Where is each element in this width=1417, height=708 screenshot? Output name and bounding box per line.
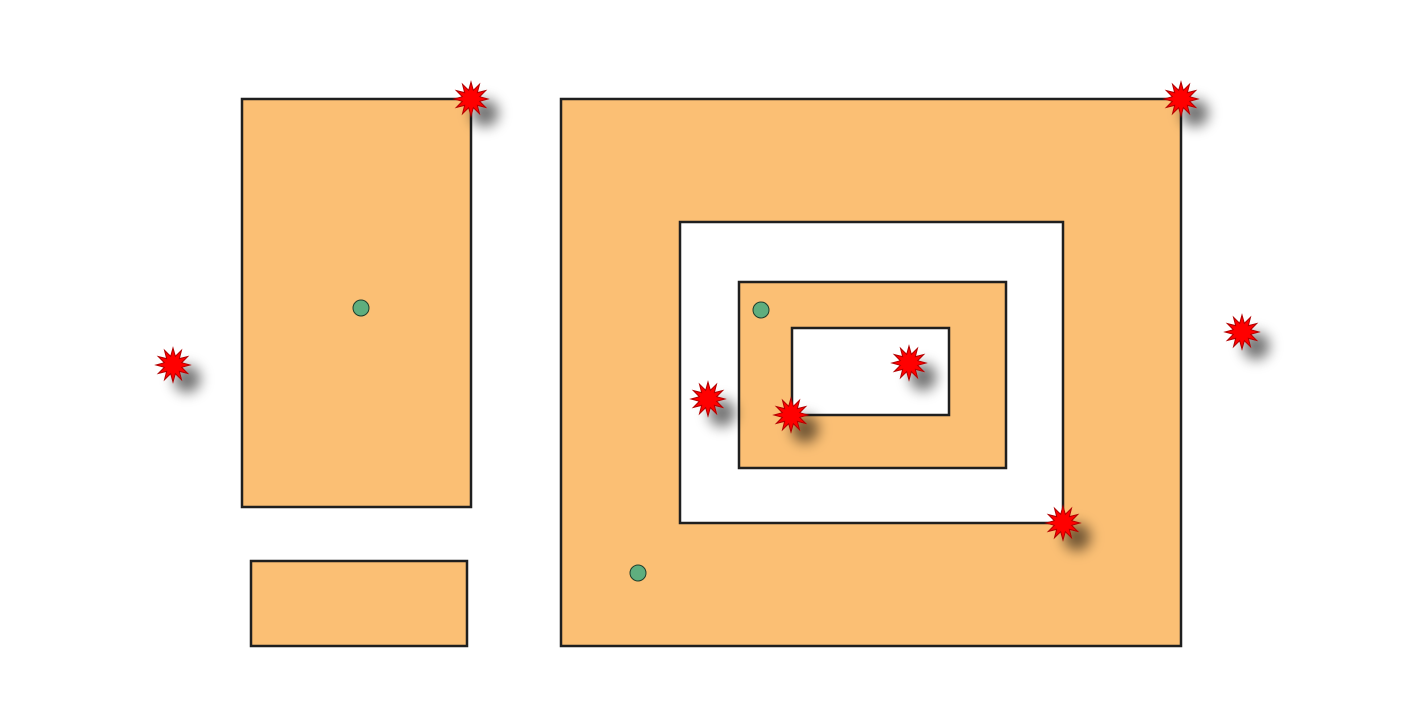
dot-icon [752, 301, 770, 319]
dot-icon [629, 564, 647, 582]
starburst-icon [154, 346, 192, 384]
starburst-icon [772, 396, 810, 434]
markers-layer [154, 80, 1261, 542]
dot-icon [352, 299, 370, 317]
starburst-icon [1223, 313, 1261, 351]
starburst-icon [1162, 80, 1200, 118]
starburst-icon [689, 380, 727, 418]
starburst-icon [452, 80, 490, 118]
small-rectangle [249, 559, 469, 648]
starburst-icon [1044, 504, 1082, 542]
inner-ring-hole [790, 326, 951, 417]
starburst-icon [890, 344, 928, 382]
